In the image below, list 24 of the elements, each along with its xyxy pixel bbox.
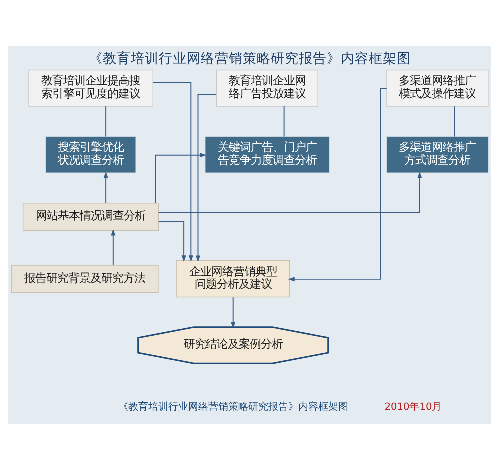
node-box: 多渠道网络推广方式调查分析: [386, 136, 489, 174]
diagram-title: 《教育培训行业网络营销策略研究报告》内容框架图: [89, 50, 411, 67]
node-box: 企业网络营销典型问题分析及建议: [176, 260, 290, 298]
arrow: [111, 229, 116, 266]
node-box: 网站基本情况调查分析: [22, 203, 160, 232]
node-box: 教育培训企业提高搜索引擎可见度的建议: [28, 70, 154, 107]
node-box: 报告研究背景及研究方法: [11, 265, 159, 294]
arrow: [158, 172, 422, 214]
arrow: [288, 88, 388, 282]
arrow: [104, 172, 108, 204]
connector: [284, 106, 285, 138]
node-box: 关键词广告、门户广告竞争力度调查分析: [204, 136, 330, 174]
arrow: [231, 297, 236, 329]
arrow: [158, 221, 186, 262]
node-box: 教育培训企业网络广告投放建议: [216, 70, 318, 107]
connector: [454, 106, 456, 138]
arrow: [155, 153, 207, 204]
connector: [106, 106, 107, 138]
label: 2010年10月: [384, 402, 442, 413]
arrow: [152, 82, 194, 262]
node-box: 搜索引擎优化状况调查分析: [46, 136, 136, 174]
arrow: [196, 94, 217, 262]
caption: 《教育培训行业网络营销策略研究报告》内容框架图: [118, 402, 348, 413]
node-box: 多渠道网络推广模式及操作建议: [386, 70, 489, 107]
